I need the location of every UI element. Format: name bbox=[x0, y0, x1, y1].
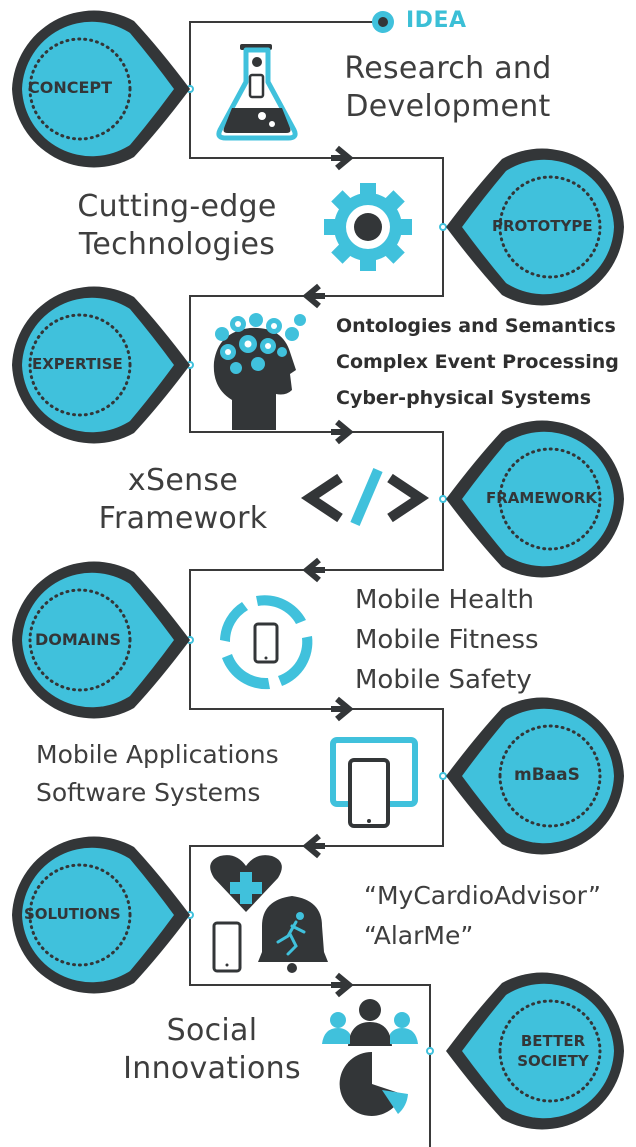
stage-text-line: Innovations bbox=[123, 1051, 301, 1086]
badge-label-better-society: BETTER SOCIETY bbox=[504, 1031, 602, 1071]
badge-label-expertise: EXPERTISE bbox=[32, 355, 123, 373]
badge-prototype bbox=[446, 148, 624, 306]
badge-concept bbox=[12, 10, 190, 168]
stage-text-solutions: “MyCardioAdvisor” “AlarMe” bbox=[364, 876, 601, 956]
people-chart-icon bbox=[322, 999, 418, 1116]
badge-label-line: BETTER bbox=[520, 1032, 586, 1050]
connector-path bbox=[189, 21, 444, 1147]
badge-mbaas bbox=[446, 697, 624, 855]
stage-text-technologies: Cutting-edge Technologies bbox=[60, 188, 294, 264]
badge-label-solutions: SOLUTIONS bbox=[24, 905, 121, 923]
stage-text-line: Technologies bbox=[78, 227, 276, 262]
stage-text-domains: Mobile Health Mobile Fitness Mobile Safe… bbox=[355, 580, 539, 700]
stage-text-line: Research and bbox=[344, 51, 552, 86]
badge-label-line: SOCIETY bbox=[517, 1052, 589, 1070]
start-node bbox=[372, 11, 394, 33]
badge-label-framework: FRAMEWORK bbox=[486, 489, 598, 507]
flow-arrows bbox=[307, 148, 349, 995]
stage-text-line: Software Systems bbox=[36, 778, 261, 807]
stage-text-line: Mobile Fitness bbox=[355, 625, 539, 655]
stage-text-line: Mobile Applications bbox=[36, 740, 279, 769]
cycle-phone-icon bbox=[220, 595, 313, 690]
badge-label-domains: DOMAINS bbox=[35, 630, 122, 649]
idea-label: IDEA bbox=[406, 8, 467, 33]
stage-text-line: Development bbox=[345, 89, 551, 124]
gear-icon bbox=[324, 183, 412, 271]
code-icon bbox=[300, 468, 430, 526]
stage-text-research: Research and Development bbox=[330, 50, 566, 126]
stage-text-mbaas: Mobile Applications Software Systems bbox=[36, 736, 279, 812]
head-gears-icon bbox=[213, 313, 306, 430]
badge-expertise bbox=[12, 286, 190, 444]
stage-text-expertise: Ontologies and Semantics Complex Event P… bbox=[336, 308, 619, 416]
stage-text-line: Cyber-physical Systems bbox=[336, 387, 592, 409]
flask-icon bbox=[216, 44, 298, 141]
stage-text-line: Framework bbox=[98, 501, 268, 536]
stage-text-line: Mobile Safety bbox=[355, 665, 532, 695]
badge-better-society bbox=[446, 972, 624, 1130]
badge-domains bbox=[12, 561, 190, 719]
stage-text-social: Social Innovations bbox=[110, 1012, 314, 1088]
stage-text-line: “AlarMe” bbox=[364, 921, 474, 950]
stage-text-framework: xSense Framework bbox=[84, 462, 282, 538]
badge-label-concept: CONCEPT bbox=[28, 78, 113, 97]
stage-text-line: Cutting-edge bbox=[77, 189, 277, 224]
stage-text-line: Complex Event Processing bbox=[336, 351, 619, 373]
stage-text-line: Mobile Health bbox=[355, 585, 534, 615]
stage-text-line: Social bbox=[166, 1013, 258, 1048]
badge-framework bbox=[446, 420, 624, 578]
badge-label-prototype: PROTOTYPE bbox=[492, 217, 593, 235]
stage-text-line: Ontologies and Semantics bbox=[336, 315, 616, 337]
badge-solutions bbox=[12, 836, 190, 994]
badge-label-mbaas: mBaaS bbox=[514, 765, 580, 785]
stage-text-line: “MyCardioAdvisor” bbox=[364, 881, 601, 910]
stage-text-line: xSense bbox=[127, 463, 239, 498]
heart-bell-icon bbox=[210, 855, 328, 973]
devices-icon bbox=[330, 737, 418, 828]
